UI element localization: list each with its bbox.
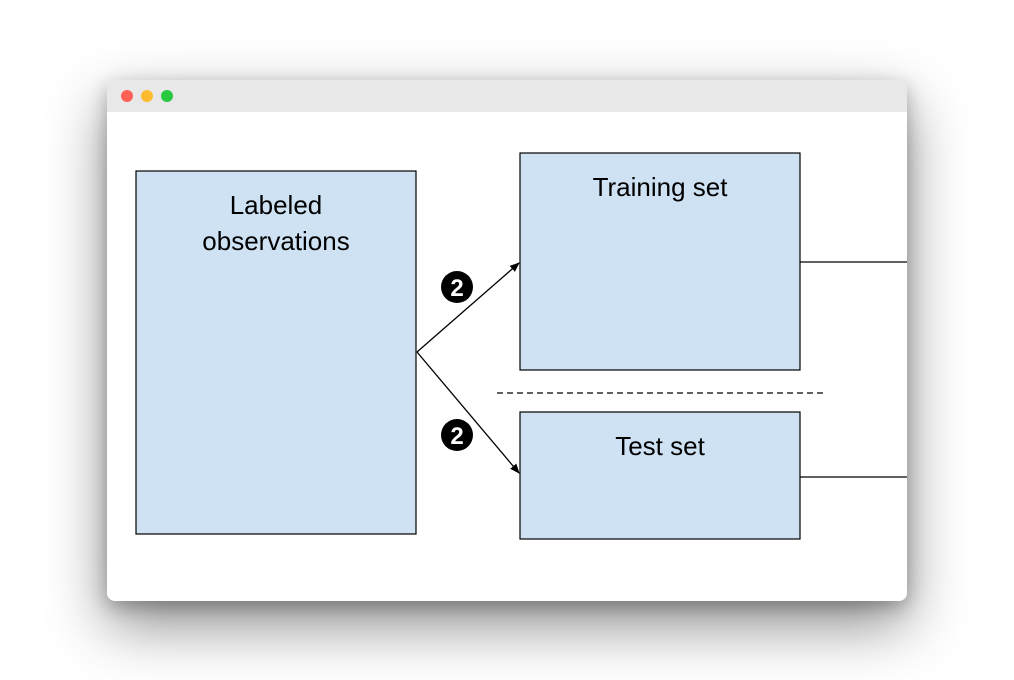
step-badge-training: 2 bbox=[441, 271, 473, 303]
arrow-to-training-set bbox=[416, 262, 520, 353]
arrow-to-test-set bbox=[416, 351, 520, 474]
title-bar bbox=[107, 80, 907, 112]
flow-diagram: Labeled observations Training set Test s… bbox=[135, 152, 907, 540]
training-set-label: Training set bbox=[593, 172, 729, 202]
node-labeled-observations: Labeled observations bbox=[135, 170, 417, 535]
node-test-set: Test set bbox=[519, 411, 801, 540]
labeled-observations-label-line2: observations bbox=[202, 226, 349, 256]
step-badge-number: 2 bbox=[450, 423, 463, 450]
close-button[interactable] bbox=[121, 90, 133, 102]
step-badge-circle bbox=[441, 419, 473, 451]
node-training-set: Training set bbox=[519, 152, 801, 371]
zoom-button[interactable] bbox=[161, 90, 173, 102]
step-badge-circle bbox=[441, 271, 473, 303]
step-badge-test: 2 bbox=[441, 419, 473, 451]
minimize-button[interactable] bbox=[141, 90, 153, 102]
training-set-box bbox=[519, 152, 801, 371]
test-set-label: Test set bbox=[615, 431, 705, 461]
step-badge-number: 2 bbox=[450, 275, 463, 302]
test-set-box bbox=[519, 411, 801, 540]
diagram-canvas: Labeled observations Training set Test s… bbox=[107, 112, 907, 601]
labeled-observations-label-line1: Labeled bbox=[230, 190, 323, 220]
labeled-observations-box bbox=[135, 170, 417, 535]
app-window: Labeled observations Training set Test s… bbox=[107, 80, 907, 601]
